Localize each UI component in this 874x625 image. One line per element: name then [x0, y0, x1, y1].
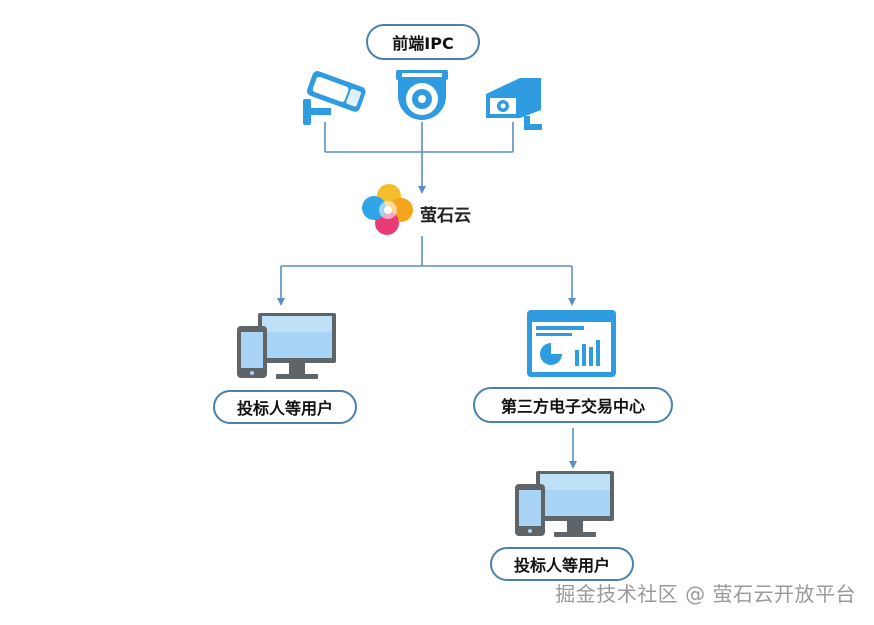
monitor-phone-icon — [237, 313, 336, 379]
cloud-brand-label: 萤石云 — [420, 206, 471, 226]
bidder-users-label-left: 投标人等用户 — [213, 390, 357, 424]
cloud-connectors — [277, 236, 577, 469]
camera-connectors — [324, 122, 514, 194]
monitor-phone-icon — [515, 471, 614, 537]
dome-camera-icon — [396, 70, 448, 120]
bidder-users-label-bottom: 投标人等用户 — [490, 547, 634, 581]
ezviz-logo-icon — [362, 184, 413, 235]
watermark: 掘金技术社区 @ 萤石云开放平台 — [555, 582, 856, 606]
dashboard-screen-icon — [527, 310, 616, 377]
box-camera-icon — [486, 78, 542, 130]
trading-center-label: 第三方电子交易中心 — [473, 387, 673, 423]
front-ipc-label: 前端IPC — [366, 24, 480, 60]
bullet-camera-icon — [303, 71, 366, 125]
